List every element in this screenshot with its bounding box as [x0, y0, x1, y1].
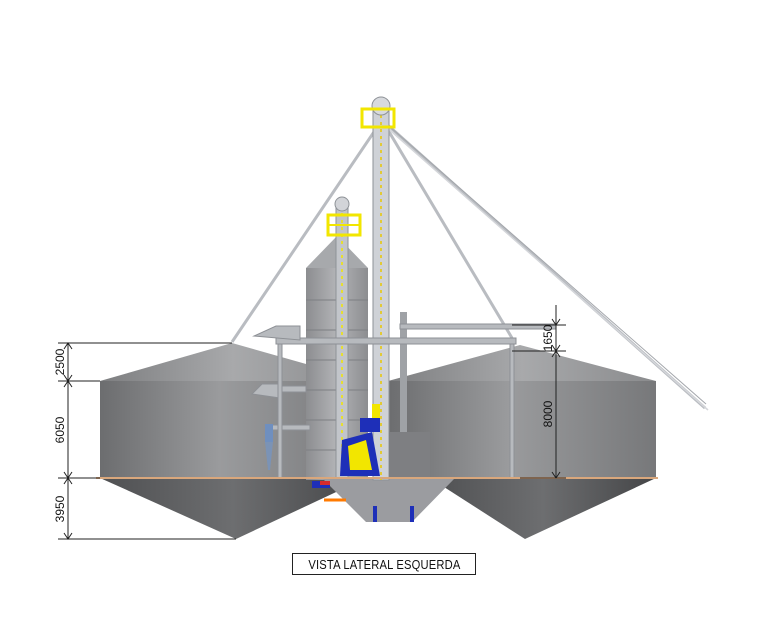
left-silo-hopper [100, 478, 366, 539]
view-caption-box: VISTA LATERAL ESQUERDA [292, 553, 476, 575]
tall-elevator [360, 96, 396, 481]
left-silo-roof [100, 343, 366, 381]
cyclone [265, 424, 273, 470]
right-silo-hopper [430, 478, 656, 539]
left-dimension-lines [58, 342, 236, 540]
dim-left-wall: 6050 [53, 416, 67, 443]
guy-cables [230, 118, 709, 411]
right-silo-wall [388, 381, 656, 478]
view-caption: VISTA LATERAL ESQUERDA [307, 556, 461, 572]
intake-equipment [340, 404, 380, 476]
right-silo-roof [388, 345, 656, 381]
center-hopper [322, 478, 455, 522]
right-silo [388, 345, 656, 539]
right-dimension-lines [512, 305, 566, 479]
dim-right-top: 1650 [541, 324, 555, 351]
dim-left-hopper: 3950 [53, 495, 67, 522]
dim-right-wall: 8000 [541, 400, 555, 427]
tall-elevator-platform [360, 107, 396, 129]
dim-left-roof: 2500 [53, 348, 67, 375]
hopper-legs [373, 506, 414, 522]
